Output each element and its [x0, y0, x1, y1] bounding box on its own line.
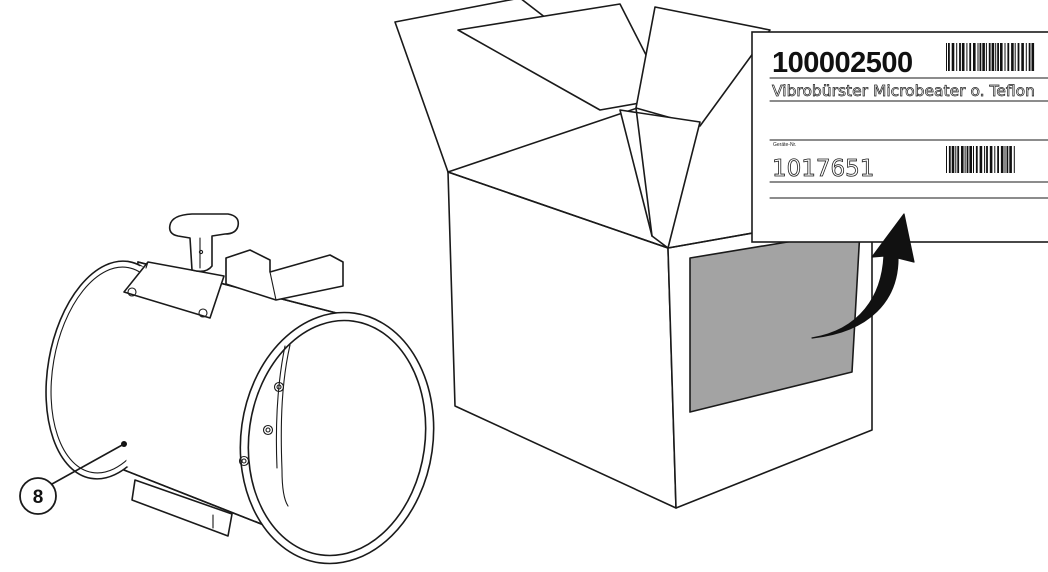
top-mount-bolt-2: [198, 308, 208, 318]
top-mount-plate: [123, 261, 225, 319]
cardboard-box: [394, 0, 873, 509]
callout: 8: [19, 443, 125, 515]
t-knob: [168, 213, 240, 273]
internal-plate-edge: [280, 344, 291, 507]
cylinder-housing: [45, 213, 435, 565]
cylinder-front-rim-inner: [247, 319, 427, 557]
handle-bracket-inner: [269, 271, 277, 301]
top-mount-plate-edge: [145, 261, 149, 269]
box-flap-front: [619, 109, 701, 249]
handle-bracket: [225, 249, 344, 301]
box-flap-right: [635, 6, 771, 127]
product-label: 100002500 Vibrobürster Microbeater o. Te…: [751, 31, 1048, 243]
callout-leader: [51, 443, 125, 485]
top-mount-bolt-1: [127, 287, 137, 297]
article-barcode: [946, 43, 1035, 71]
bottom-bracket: [131, 479, 233, 537]
arrow-body: [811, 213, 915, 339]
cylinder-front-rim: [239, 311, 435, 565]
box-flap-crease: [635, 107, 653, 237]
curved-arrow: [811, 213, 915, 339]
internal-bolts: [238, 381, 285, 467]
article-number: 100002500: [772, 47, 913, 79]
device-barcode: [946, 146, 1015, 173]
internal-plate-edge-2: [275, 345, 286, 469]
callout-circle: [19, 477, 57, 515]
product-description: Vibrobürster Microbeater o. Teflon: [772, 82, 1035, 100]
box-front-face: [447, 171, 677, 509]
callout-number: 8: [33, 487, 44, 508]
t-knob-pin: [198, 249, 204, 255]
device-number: 1017651: [772, 156, 874, 182]
device-number-caption: Geräte-Nr.: [773, 142, 796, 148]
